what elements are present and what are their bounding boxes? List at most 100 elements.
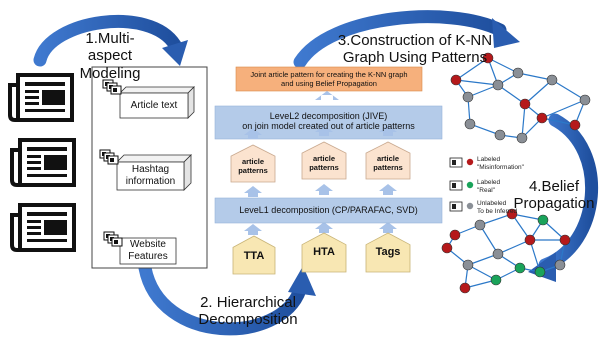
pattern-box-3 xyxy=(365,141,411,180)
pattern-label-1: article patterns xyxy=(238,157,268,175)
graph-node xyxy=(492,248,504,260)
graph-edge xyxy=(529,239,541,273)
hashtag-box xyxy=(116,154,192,191)
graph-node xyxy=(506,208,518,220)
legend-misinformation: Labeled "Misinformation" xyxy=(477,156,524,171)
arrow-step2-icon xyxy=(138,261,307,336)
newspaper-icon xyxy=(8,73,74,122)
graph-node xyxy=(537,214,549,226)
website-box xyxy=(119,237,177,265)
pattern-label-2: article patterns xyxy=(309,154,339,172)
arrow-step3-head xyxy=(492,18,520,48)
article-text-label: Article text xyxy=(130,100,178,111)
newspaper-icon xyxy=(10,138,76,187)
graph-edge xyxy=(479,213,513,226)
graph-node xyxy=(534,266,546,278)
step1-title: 1.Multi-aspect Modeling xyxy=(79,30,141,82)
legend-markers xyxy=(449,157,474,212)
newspaper-icon xyxy=(10,203,76,252)
graph-edge xyxy=(497,84,526,105)
pattern-label-3: article patterns xyxy=(373,154,403,172)
graph-edge xyxy=(467,84,499,98)
graph-node xyxy=(514,262,526,274)
step3-title: 3.Construction of K-NN Graph Using Patte… xyxy=(337,32,493,67)
input-box-tags xyxy=(365,232,411,273)
graph-node xyxy=(450,74,462,86)
arrow-step1-icon xyxy=(33,15,182,67)
document-stack-icon xyxy=(99,149,119,165)
level2-text: LeveL2 decomposition (JIVE) on join mode… xyxy=(242,111,415,132)
up-arrow-pattern-2 xyxy=(315,184,333,195)
graph-edge xyxy=(464,279,497,289)
graph-node xyxy=(579,94,591,106)
step2-title: 2. Hierarchical Decomposition xyxy=(198,294,298,329)
graph-edge xyxy=(524,79,553,105)
input-box-hta xyxy=(301,232,347,273)
graph-node xyxy=(554,259,566,271)
graph-node xyxy=(490,274,502,286)
graph-node xyxy=(449,229,461,241)
legend-real: Labeled "Real" xyxy=(477,179,501,194)
up-arrow-pattern-3 xyxy=(379,184,397,195)
graph-edge xyxy=(497,239,531,255)
top-pattern-text: Joint article pattern for creating the K… xyxy=(250,70,408,88)
graph-edge xyxy=(541,99,586,119)
graph-node xyxy=(559,234,571,246)
website-label: Website Features xyxy=(128,239,168,262)
graph-node xyxy=(462,259,474,271)
pattern-box-1 xyxy=(230,144,276,183)
up-arrow-input-3 xyxy=(379,222,397,233)
up-arrow-level2-3 xyxy=(379,125,397,136)
input-tags: Tags xyxy=(375,246,401,258)
graph-node xyxy=(494,129,506,141)
up-arrow-input-1 xyxy=(244,224,262,235)
input-box-tta xyxy=(232,235,276,275)
up-arrow-pattern-1 xyxy=(244,186,262,197)
graph-node xyxy=(492,79,504,91)
graph-edge xyxy=(487,57,519,74)
top-pattern-box xyxy=(235,66,423,92)
arrow-step4-head xyxy=(528,252,556,282)
graph-edge xyxy=(521,103,526,139)
graph-node xyxy=(524,234,536,246)
input-hta: HTA xyxy=(313,246,335,258)
document-stack-icon xyxy=(103,231,123,247)
input-tta: TTA xyxy=(243,250,265,262)
knn-graph xyxy=(450,52,591,144)
graph-node xyxy=(464,118,476,130)
graph-edge xyxy=(469,123,501,136)
arrow-step2-head xyxy=(288,266,316,296)
up-arrow-top xyxy=(315,91,339,100)
graph-node xyxy=(516,132,528,144)
up-arrow-level2-2 xyxy=(315,125,333,136)
graph-edge xyxy=(455,57,489,81)
graph-node xyxy=(474,219,486,231)
graph-node xyxy=(462,91,474,103)
level1-text: LeveL1 decomposition (CP/PARAFAC, SVD) xyxy=(239,205,418,215)
graph-edge xyxy=(541,117,576,126)
graph-node xyxy=(441,242,453,254)
legend-unlabeled: Unlabeled To be Inferred xyxy=(477,200,518,215)
arrow-step3-icon xyxy=(293,10,507,69)
step4-title: 4.Belief Propagation xyxy=(513,178,595,213)
document-stack-icon xyxy=(102,79,122,95)
graph-node xyxy=(459,282,471,294)
up-arrow-input-2 xyxy=(315,222,333,233)
arrow-step1-head xyxy=(162,40,188,66)
graph-node xyxy=(482,52,494,64)
up-arrow-level2-1 xyxy=(244,128,262,139)
article-text-box xyxy=(119,86,195,119)
graph-node xyxy=(512,67,524,79)
graph-edge xyxy=(467,253,499,266)
hashtag-label: Hashtag information xyxy=(125,164,176,187)
propagated-graph xyxy=(441,208,571,294)
graph-edge xyxy=(479,224,499,255)
graph-edge xyxy=(517,72,553,81)
arrow-step4-icon xyxy=(538,113,599,272)
graph-edge xyxy=(455,79,499,86)
graph-node xyxy=(546,74,558,86)
graph-node xyxy=(536,112,548,124)
graph-node xyxy=(519,98,531,110)
